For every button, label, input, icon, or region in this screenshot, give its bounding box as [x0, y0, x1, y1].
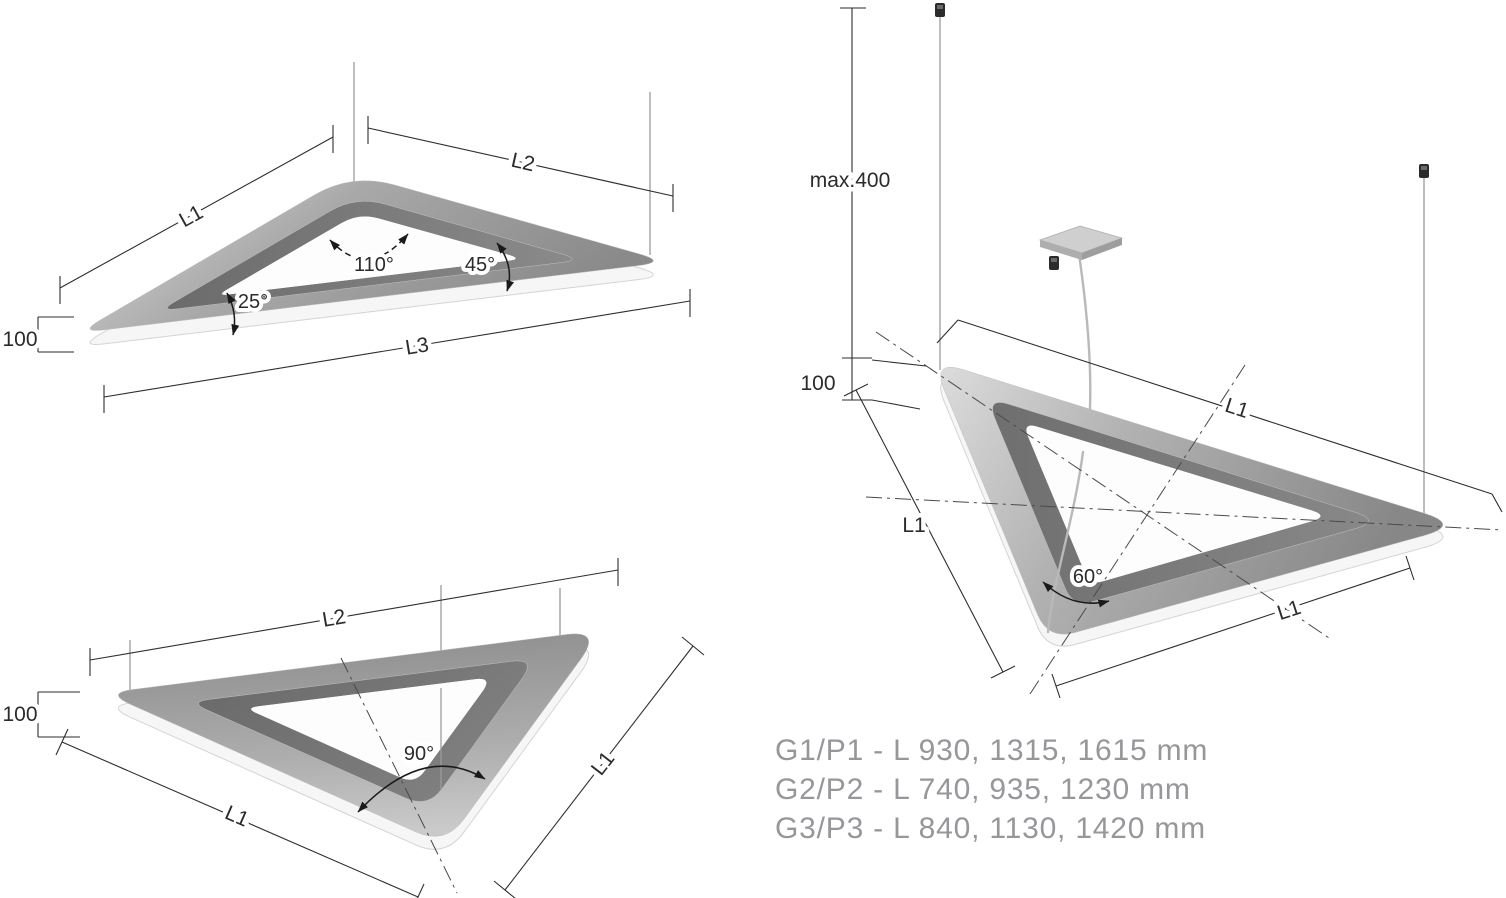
angle-label-90: 90° [404, 743, 434, 765]
dim-label-height: 100 [2, 703, 37, 726]
dim-label-l1: L1 [175, 201, 207, 232]
dimension-l1-left: L1 [843, 383, 1016, 679]
dim-label-l1: L1 [902, 514, 925, 537]
dimension-height-100: 100 [796, 357, 927, 410]
spec-line-g2p2: G2/P2 - L 740, 935, 1230 mm [775, 773, 1191, 806]
cable-gripper [1419, 164, 1429, 178]
angle-110: 110° [329, 233, 409, 280]
dimension-height-100: 100 [0, 691, 80, 738]
figure-right-triangle-pendant: L2 L1 L1 100 90° [0, 558, 705, 898]
cable-gripper [1049, 256, 1059, 270]
opening [221, 216, 516, 295]
angle-label-45: 45° [465, 254, 495, 276]
angle-25: 25° [226, 287, 272, 336]
dim-label-l1: L1 [587, 747, 620, 780]
dim-label-height: 100 [2, 328, 37, 351]
spec-line-g1p1: G1/P1 - L 930, 1315, 1615 mm [775, 734, 1208, 767]
angle-60: 60° [1042, 562, 1110, 608]
angle-label-25: 25° [238, 291, 268, 313]
angle-label-60: 60° [1073, 566, 1103, 588]
figure-suspended-equilateral-pendant: max.400 100 L1 L1 [796, 3, 1503, 699]
angle-label-110: 110° [354, 254, 394, 276]
angle-90: 90° [357, 739, 486, 813]
dim-label-max-drop: max.400 [810, 169, 891, 192]
dimension-height-100: 100 [0, 316, 74, 356]
angle-45: 45° [461, 242, 515, 292]
dim-label-l3: L3 [404, 333, 431, 359]
dim-label-l2: L2 [321, 605, 348, 632]
spec-line-g3p3: G3/P3 - L 840, 1130, 1420 mm [775, 812, 1206, 845]
ceiling-canopy [1038, 225, 1124, 260]
dim-label-height: 100 [800, 372, 835, 395]
inner-wall [167, 201, 573, 310]
dimension-max-drop: max.400 [805, 7, 895, 358]
profile-band-top-face [89, 180, 654, 331]
opening [251, 678, 487, 780]
center-axis [1029, 361, 1248, 695]
inner-wall [992, 402, 1369, 603]
opening [1026, 425, 1321, 583]
size-specifications: G1/P1 - L 930, 1315, 1615 mm G2/P2 - L 7… [775, 734, 1208, 845]
dim-label-l1: L1 [222, 801, 253, 831]
cable-gripper [935, 3, 945, 17]
dim-label-l2: L2 [509, 149, 537, 177]
dim-label-l1: L1 [1274, 596, 1303, 625]
center-axis [875, 331, 1333, 641]
power-cord-through-opening [1046, 450, 1085, 634]
dim-label-l1: L1 [1222, 394, 1251, 423]
center-axis [865, 496, 1503, 531]
figure-scalene-triangle-pendant: L1 L2 L3 100 110° 45° [0, 62, 691, 413]
